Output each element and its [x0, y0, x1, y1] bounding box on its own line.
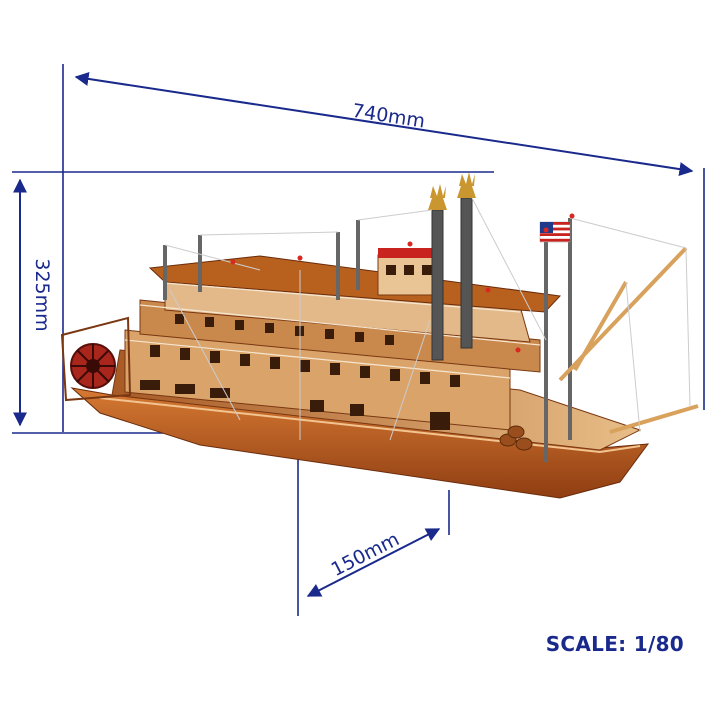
roof: [148, 255, 562, 313]
paddle-wheel: [60, 316, 132, 402]
width-label: 150mm: [328, 528, 403, 581]
length-arrow: [74, 71, 694, 177]
us-flag-icon: [539, 221, 571, 243]
red-lamps: [230, 213, 575, 353]
hull-stripe: [99, 397, 641, 454]
width-arrow: [306, 528, 441, 597]
pilot-house: [377, 248, 439, 296]
length-label: 740mm: [351, 100, 427, 133]
poles: [163, 218, 572, 462]
booms: [558, 246, 699, 434]
smoke-stacks: [428, 172, 476, 361]
rigging: [164, 197, 691, 441]
steamboat-illustration: [60, 172, 699, 499]
scale-label: SCALE: 1/80: [545, 632, 684, 656]
dimension-arrows: [13, 71, 694, 597]
height-label: 325mm: [31, 258, 53, 331]
cargo-barrels: [499, 425, 533, 451]
window-rows: [140, 314, 460, 430]
